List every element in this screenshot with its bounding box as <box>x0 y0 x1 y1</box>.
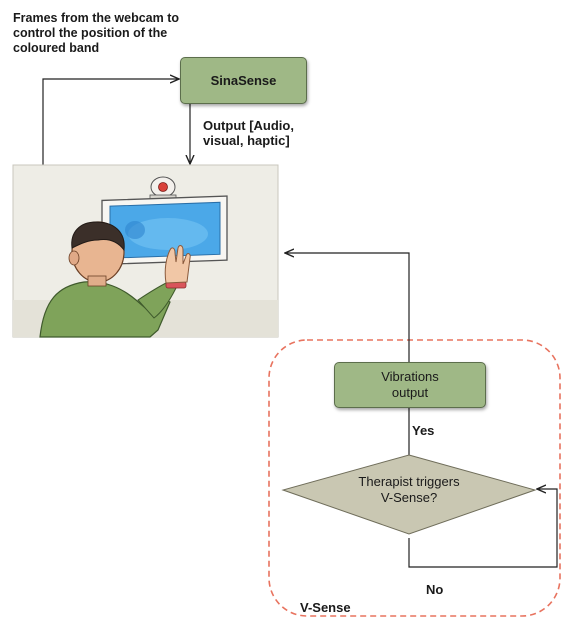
webcam-icon <box>149 176 177 201</box>
no-label: No <box>426 582 444 597</box>
webcam-frames-arrow <box>42 79 179 166</box>
no-loop-arrow <box>408 489 558 568</box>
child-at-screen-illustration <box>12 164 279 338</box>
vibrations-output-label: Vibrations output <box>381 369 439 400</box>
vibration-feedback-arrow <box>285 253 410 362</box>
output-note: Output [Audio, visual, haptic] <box>203 118 294 148</box>
vibrations-output-node: Vibrations output <box>334 362 486 408</box>
decision-diamond <box>281 454 537 535</box>
v-sense-group-outline <box>268 339 561 617</box>
v-sense-group-label: V-Sense <box>300 600 351 615</box>
yes-label: Yes <box>412 423 435 438</box>
sinasense-node: SinaSense <box>180 57 307 104</box>
decision-label: Therapist triggers V-Sense? <box>358 474 460 505</box>
sinasense-label: SinaSense <box>210 72 277 88</box>
webcam-frames-note: Frames from the webcam to control the po… <box>13 11 180 55</box>
